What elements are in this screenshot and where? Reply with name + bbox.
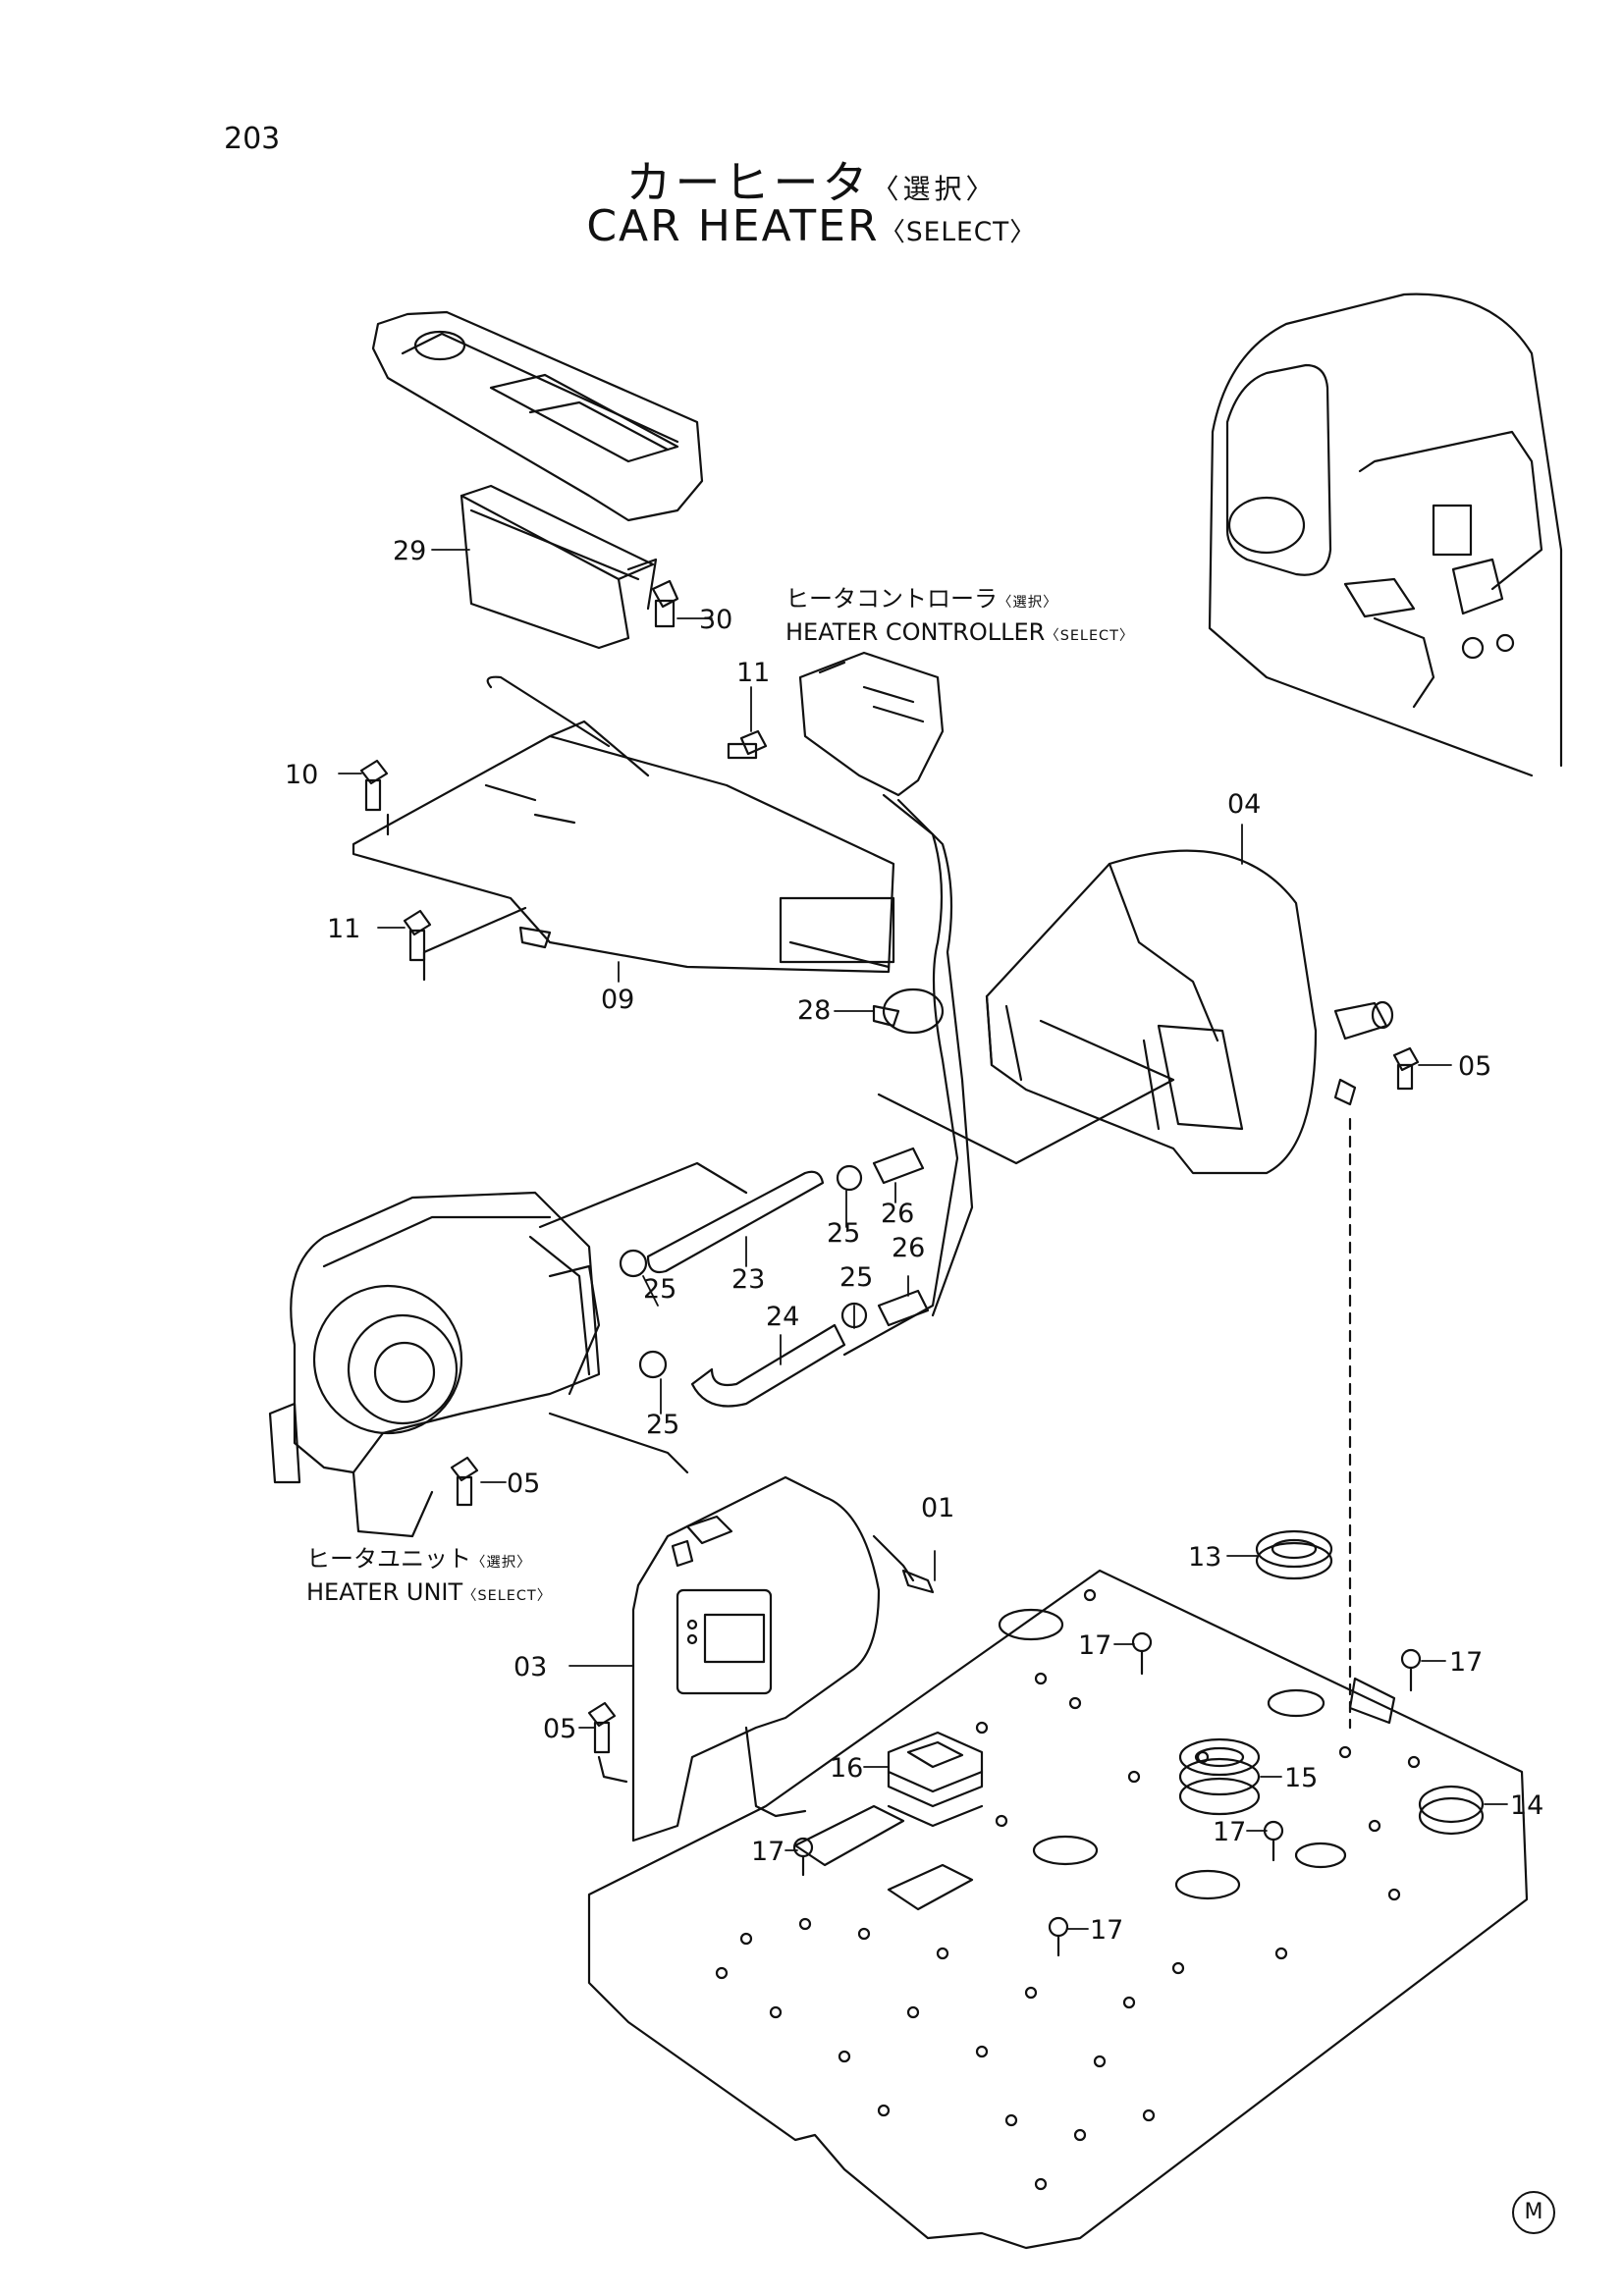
cab-illustration [1208, 293, 1563, 777]
part-04-heater-duct [877, 849, 1420, 1175]
part-label: 11 [327, 914, 360, 944]
part-label: 17 [1449, 1647, 1483, 1678]
hoses-and-fittings [619, 1147, 930, 1408]
corner-mark: M [1512, 2191, 1555, 2234]
part-label: 24 [766, 1302, 799, 1332]
part-label: 10 [285, 760, 318, 790]
pins-17 [792, 1631, 1422, 1957]
heater-controller-callout: ヒータコントローラ〈選択〉 HEATER CONTROLLER〈SELECT〉 [785, 584, 1134, 651]
page-title-en: CAR HEATER〈SELECT〉 [0, 201, 1623, 251]
part-number-labels: 29 30 11 10 11 09 04 28 05 25 26 23 25 2… [285, 536, 1543, 1946]
heater-controller-en: HEATER CONTROLLER [785, 618, 1046, 646]
part-29-console-box [371, 310, 704, 650]
heater-controller [798, 651, 974, 1357]
title-en-select: 〈SELECT〉 [879, 217, 1037, 247]
page-number: 203 [224, 122, 281, 156]
part-label: 29 [393, 536, 426, 566]
part-label: 13 [1188, 1542, 1221, 1573]
part-label: 14 [1510, 1790, 1543, 1821]
page-title-jp: カーヒータ〈選択〉 [0, 147, 1623, 212]
heater-controller-en-select: 〈SELECT〉 [1045, 628, 1135, 644]
part-label: 25 [827, 1218, 860, 1249]
part-label: 04 [1227, 789, 1261, 820]
part-label: 11 [736, 658, 770, 688]
heater-controller-jp-select: 〈選択〉 [998, 595, 1058, 611]
heater-unit [268, 1161, 748, 1538]
part-label: 25 [646, 1410, 679, 1440]
part-label: 16 [830, 1753, 863, 1784]
bolts-05 [450, 1456, 628, 1784]
part-label: 26 [892, 1233, 925, 1263]
heater-unit-en-select: 〈SELECT〉 [462, 1588, 553, 1604]
part-label: 17 [751, 1837, 784, 1867]
part-label: 05 [543, 1714, 576, 1744]
part-label: 28 [797, 995, 831, 1026]
part-label: 17 [1090, 1915, 1123, 1946]
part-label: 09 [601, 985, 634, 1015]
title-jp-select: 〈選択〉 [871, 173, 998, 205]
part-03-duct [631, 1475, 935, 1842]
part-label: 17 [1078, 1630, 1111, 1661]
part-label: 05 [507, 1468, 540, 1499]
title-en-text: CAR HEATER [586, 201, 880, 251]
heater-unit-callout: ヒータユニット〈選択〉 HEATER UNIT〈SELECT〉 [306, 1544, 552, 1611]
part-label: 15 [1284, 1763, 1318, 1793]
part-09-duct [352, 675, 895, 974]
part-label: 05 [1458, 1051, 1491, 1082]
part-label: 01 [921, 1493, 954, 1523]
part-label: 25 [839, 1262, 873, 1293]
part-label: 23 [731, 1264, 765, 1295]
heater-unit-en: HEATER UNIT [306, 1578, 463, 1606]
heater-unit-jp-select: 〈選択〉 [471, 1555, 532, 1571]
title-jp-text: カーヒータ [625, 156, 872, 209]
part-label: 26 [881, 1199, 914, 1229]
bolts-10-11 [359, 729, 768, 982]
part-label: 30 [699, 605, 732, 635]
heater-controller-jp: ヒータコントローラ [785, 585, 998, 613]
part-label: 17 [1213, 1817, 1246, 1847]
part-30-bolt [651, 579, 679, 628]
part-28-clip [872, 988, 945, 1035]
grommets [887, 1529, 1485, 1836]
part-label: 25 [643, 1274, 676, 1305]
part-label: 03 [514, 1652, 547, 1682]
floor-plate [587, 1569, 1529, 2250]
heater-unit-jp: ヒータユニット [306, 1545, 471, 1573]
leader-lines [338, 549, 1508, 1930]
